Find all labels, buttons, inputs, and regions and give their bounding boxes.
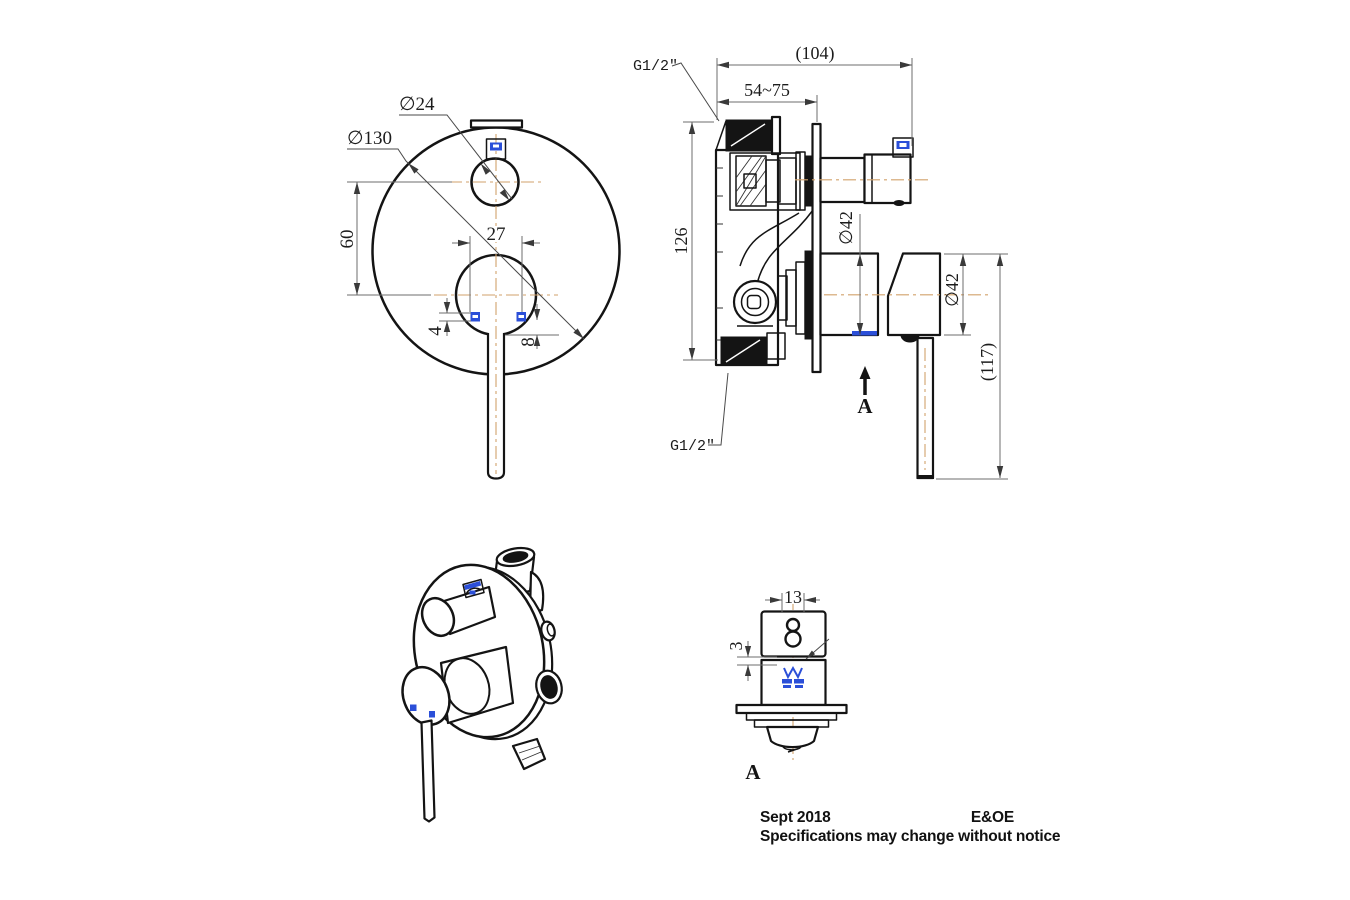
front-view: 60 27 4 8 ∅130 <box>337 94 621 480</box>
footer-note: Sept 2018 E&OE Specifications may change… <box>760 809 1061 845</box>
diverter-symbol-icon <box>784 617 802 648</box>
side-thread-label-bottom-text: G1/2" <box>670 438 715 455</box>
iso-side-fittings <box>511 620 563 771</box>
iso-handle <box>401 645 515 823</box>
detail-flange <box>735 703 848 753</box>
iso-diverter-knob <box>420 578 497 638</box>
side-blue-mark <box>852 331 877 336</box>
iso-lever <box>420 719 436 823</box>
front-dim-4-label: 4 <box>425 326 446 336</box>
front-knob-indicator <box>485 138 507 160</box>
detail-view-a-label: A <box>745 760 761 784</box>
side-thread-label-top-text: G1/2" <box>633 58 678 75</box>
detail-dim-3: 3 <box>726 641 777 681</box>
side-dim-sleeve-42: ∅42 <box>836 211 864 335</box>
side-wall-plate <box>811 122 822 374</box>
detail-dim-13: 13 <box>765 587 820 612</box>
footer-disclaimer: Specifications may change without notice <box>760 828 1061 845</box>
front-dim-knob-diameter: ∅24 <box>399 94 513 201</box>
view-a-arrow-icon <box>859 366 871 379</box>
front-dim-60: 60 <box>337 181 452 296</box>
side-thread-label-bottom: G1/2" <box>670 372 729 455</box>
front-dim-plate-diameter: ∅130 <box>347 128 585 340</box>
detail-groove-leader <box>805 638 830 660</box>
watermark-logo-icon <box>782 665 804 688</box>
side-view-direction-arrow: A <box>857 366 873 418</box>
front-dim-27: 27 <box>452 224 540 312</box>
front-top-bracket <box>469 119 524 129</box>
side-dim-104: (104) <box>716 43 913 146</box>
side-dim-126: 126 <box>671 121 718 361</box>
side-diverter-knob <box>819 137 914 206</box>
front-dim-27-label: 27 <box>487 224 506 245</box>
side-dim-handle-42: ∅42 <box>942 253 1008 336</box>
front-hot-cold-indicators <box>470 312 526 322</box>
side-dim-54-75: 54~75 <box>717 80 818 122</box>
detail-dim-3-label: 3 <box>726 642 746 651</box>
detail-knob-body <box>760 658 827 707</box>
front-dim-knob-diameter-label: ∅24 <box>399 94 435 115</box>
footer-date: Sept 2018 <box>760 809 831 826</box>
side-dim-117-label: (117) <box>977 343 998 381</box>
detail-view-a: 13 3 A <box>726 587 848 784</box>
side-dim-104-label: (104) <box>796 43 835 64</box>
side-dim-handle-42-label: ∅42 <box>942 273 962 307</box>
side-thread-label-top: G1/2" <box>633 58 720 122</box>
side-valve-body <box>714 115 814 367</box>
front-dim-8: 8 <box>505 304 559 349</box>
front-dim-8-label: 8 <box>518 337 539 347</box>
side-view: (104) 54~75 126 ∅42 ∅42 <box>633 43 1008 480</box>
isometric-view <box>401 546 563 823</box>
front-dim-4: 4 <box>425 298 471 336</box>
side-port-boss <box>732 279 778 325</box>
front-dim-plate-diameter-label: ∅130 <box>347 128 392 149</box>
side-view-a-label: A <box>857 394 873 418</box>
side-dim-54-75-label: 54~75 <box>744 80 790 100</box>
side-dim-117: (117) <box>936 254 1008 480</box>
side-dim-sleeve-42-label: ∅42 <box>836 211 856 245</box>
detail-dim-13-label: 13 <box>784 587 802 607</box>
side-dim-126-label: 126 <box>671 228 691 255</box>
front-dim-60-label: 60 <box>337 230 358 249</box>
footer-eoe: E&OE <box>971 809 1014 826</box>
